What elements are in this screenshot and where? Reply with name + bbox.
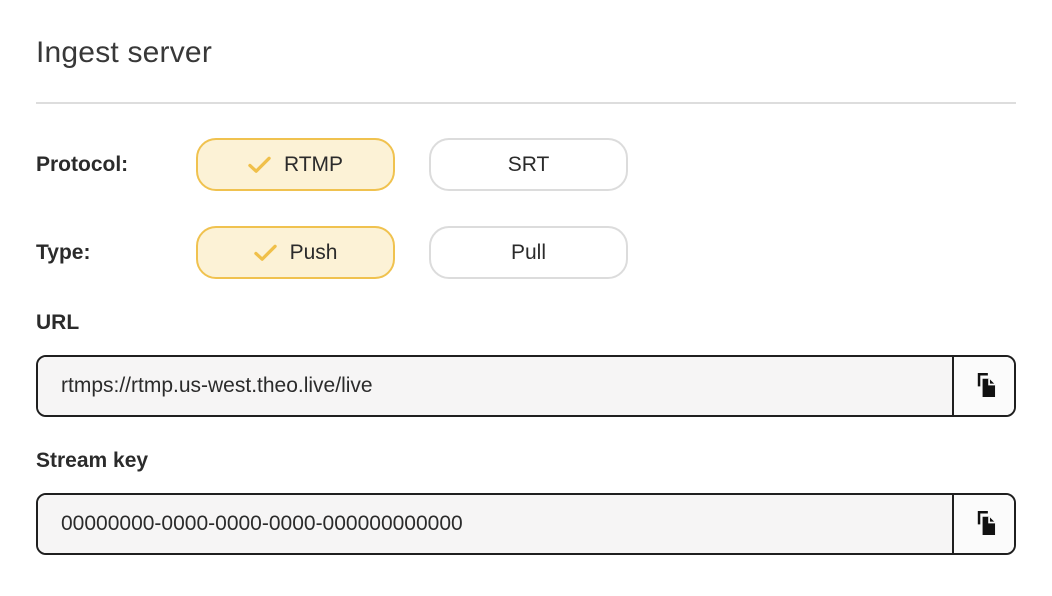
copy-stream-key-button[interactable] <box>952 495 1014 553</box>
protocol-srt-label: SRT <box>507 152 550 176</box>
stream-key-input[interactable] <box>38 495 952 553</box>
protocol-toggle-group: RTMP SRT <box>196 138 628 191</box>
stream-key-label: Stream key <box>36 449 149 472</box>
copy-url-button[interactable] <box>952 357 1014 415</box>
protocol-rtmp-label: RTMP <box>283 152 344 176</box>
type-row: Type: Push Pull <box>36 226 1016 279</box>
copy-icon <box>973 509 996 539</box>
stream-key-field-box <box>36 493 1016 555</box>
protocol-rtmp-button[interactable]: RTMP <box>196 138 395 191</box>
protocol-srt-button[interactable]: SRT <box>429 138 628 191</box>
copy-icon <box>973 371 996 401</box>
type-label: Type: <box>36 240 91 264</box>
check-icon <box>253 244 277 262</box>
url-label: URL <box>36 311 80 334</box>
ingest-server-panel: Ingest server Protocol: RTMP SRT Type: <box>36 36 1016 555</box>
protocol-label: Protocol: <box>36 152 129 176</box>
type-pull-button[interactable]: Pull <box>429 226 628 279</box>
type-push-button[interactable]: Push <box>196 226 395 279</box>
protocol-row: Protocol: RTMP SRT <box>36 138 1016 191</box>
type-toggle-group: Push Pull <box>196 226 628 279</box>
url-field-box <box>36 355 1016 417</box>
check-icon <box>248 156 271 174</box>
url-input[interactable] <box>38 357 952 415</box>
type-push-label: Push <box>289 240 338 264</box>
page-title: Ingest server <box>36 36 213 69</box>
divider <box>36 102 1016 104</box>
type-pull-label: Pull <box>510 240 547 264</box>
